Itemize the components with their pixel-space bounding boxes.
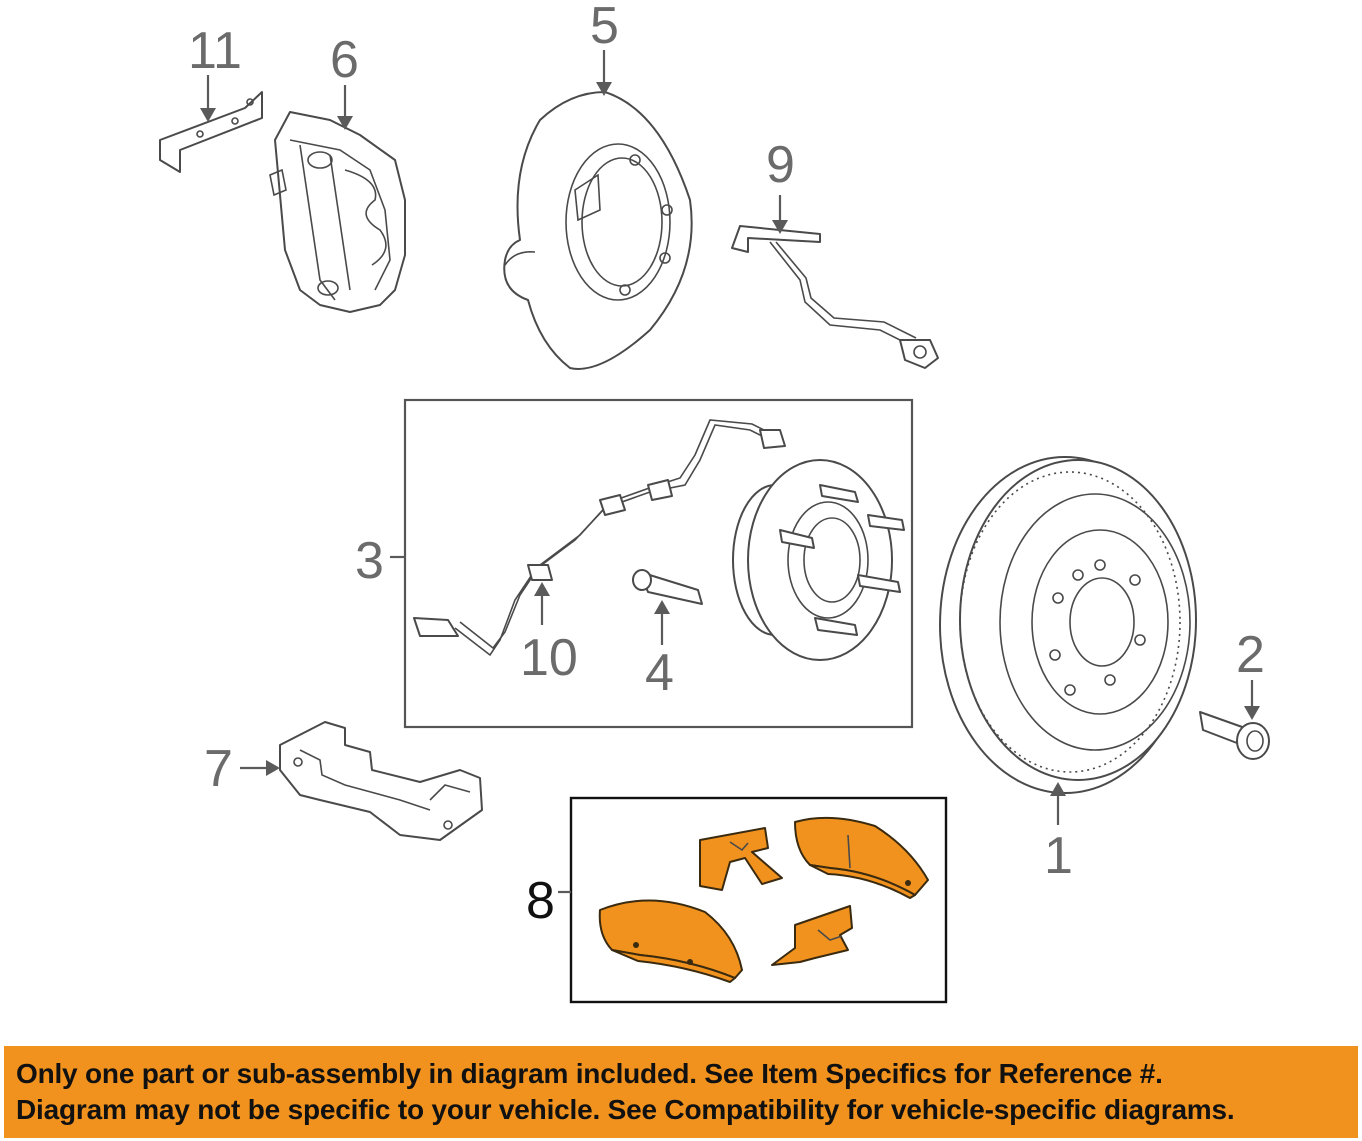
callout-3: 3 xyxy=(355,532,384,590)
brake-parts-diagram: 11 6 5 9 3 xyxy=(159,0,1270,1004)
part-3-hub-bearing xyxy=(732,459,905,661)
part-9-brake-hose xyxy=(731,225,939,369)
callout-11: 11 xyxy=(188,22,242,80)
callout-10: 10 xyxy=(520,629,578,687)
arrow-1 xyxy=(1050,782,1066,796)
callout-5: 5 xyxy=(590,0,619,55)
arrow-11 xyxy=(200,108,216,122)
part-7-caliper-bracket xyxy=(279,721,483,841)
part-4-bolt xyxy=(632,569,703,605)
disclaimer-line-2: Diagram may not be specific to your vehi… xyxy=(16,1094,1235,1125)
part-6-caliper xyxy=(269,111,406,313)
callout-7: 7 xyxy=(204,740,233,798)
arrow-4 xyxy=(654,600,670,614)
callout-1: 1 xyxy=(1044,827,1073,885)
arrow-10 xyxy=(534,582,550,596)
brake-pad-kit-box xyxy=(569,796,948,1004)
arrow-2 xyxy=(1244,706,1260,720)
part-10-wheel-speed-sensor xyxy=(413,419,786,657)
part-11-bracket xyxy=(159,91,263,173)
arrow-6 xyxy=(337,116,353,130)
callout-9: 9 xyxy=(766,136,795,194)
disclaimer-banner: Only one part or sub-assembly in diagram… xyxy=(4,1046,1358,1138)
part-8-brake-pads xyxy=(598,816,929,983)
hub-assembly-box xyxy=(403,398,914,729)
callout-2: 2 xyxy=(1236,626,1265,684)
arrow-5 xyxy=(596,82,612,96)
part-2-screw xyxy=(1199,711,1270,760)
arrow-9 xyxy=(772,220,788,234)
disclaimer-line-1: Only one part or sub-assembly in diagram… xyxy=(16,1058,1163,1089)
arrow-7 xyxy=(266,760,280,776)
callout-6: 6 xyxy=(330,31,359,89)
part-5-splash-shield xyxy=(503,91,693,370)
part-1-rotor xyxy=(939,456,1197,794)
callout-4: 4 xyxy=(645,644,674,702)
callout-8: 8 xyxy=(526,872,555,930)
